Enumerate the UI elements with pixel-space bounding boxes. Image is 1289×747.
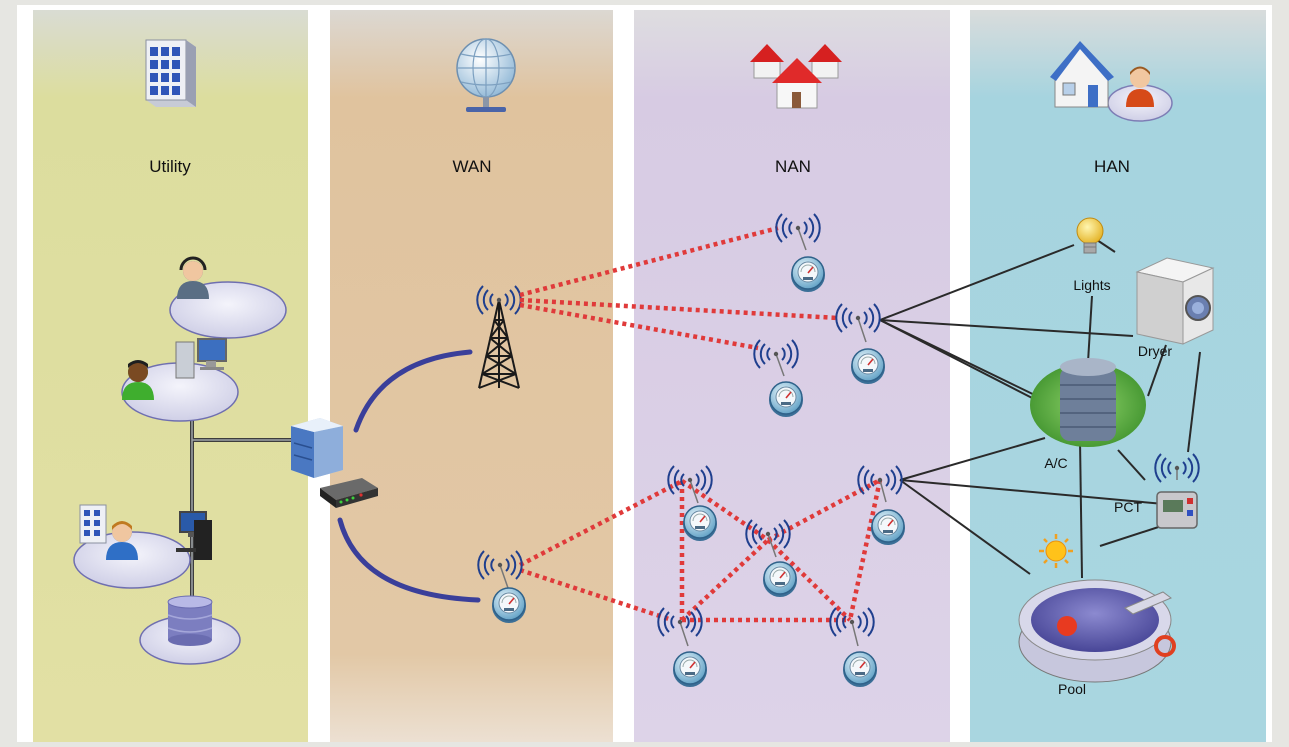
wan-smart-meter	[477, 550, 527, 624]
nan-smart-meter	[667, 465, 718, 542]
column-nan	[634, 10, 950, 742]
wan-globe-icon	[456, 38, 516, 112]
smart-meter-icon	[491, 587, 527, 624]
nan-smart-meter	[753, 339, 804, 418]
device-label-dryer: Dryer	[1138, 343, 1173, 359]
column-label-utility: Utility	[149, 157, 191, 176]
modem-router-icon	[320, 478, 378, 508]
workstation-icon	[176, 511, 212, 560]
nan-smart-meter	[857, 465, 906, 546]
column-wan	[330, 10, 613, 742]
smart-meter-icon	[762, 561, 798, 598]
office-worker	[121, 338, 239, 422]
column-label-han: HAN	[1094, 157, 1130, 176]
nan-houses-icon	[750, 44, 842, 109]
utility-building-icon	[145, 39, 196, 107]
smart-meter-icon	[672, 651, 708, 688]
smart-meter-icon	[870, 509, 906, 546]
han-links	[879, 237, 1201, 579]
database-server	[139, 595, 241, 665]
pool-icon	[1018, 579, 1176, 683]
nan-smart-meter	[745, 519, 798, 598]
wired-links	[337, 349, 481, 603]
device-label-ac: A/C	[1044, 455, 1067, 471]
han-home-icon	[1050, 41, 1173, 122]
thermostat-icon	[1156, 491, 1198, 529]
smart-meter-icon	[790, 256, 826, 293]
light-bulb-icon	[1076, 217, 1104, 254]
nan-smart-meter	[829, 607, 878, 688]
nan-smart-meter	[657, 607, 708, 688]
smart-meter-icon	[850, 348, 886, 385]
cell-tower-icon	[478, 299, 520, 389]
device-label-pct: PCT	[1114, 499, 1142, 515]
dryer-icon	[1135, 257, 1215, 345]
smart-meter-icon	[842, 651, 878, 688]
nan-smart-meter	[775, 213, 826, 293]
column-label-wan: WAN	[452, 157, 491, 176]
smart-meter-icon	[682, 505, 718, 542]
call-center-agent	[169, 256, 287, 339]
desktop-computer-icon	[175, 338, 227, 379]
air-conditioner-icon	[1030, 358, 1146, 447]
sun-icon	[1039, 534, 1073, 568]
han-antenna	[1154, 453, 1200, 483]
device-label-lights: Lights	[1073, 277, 1110, 293]
device-label-pool: Pool	[1058, 681, 1086, 697]
database-icon	[167, 595, 213, 646]
smart-meter-icon	[768, 381, 804, 418]
head-end-server-icon	[291, 418, 343, 478]
nan-smart-meter	[835, 303, 886, 385]
column-label-nan: NAN	[775, 157, 811, 176]
customer-service-rep	[73, 504, 212, 589]
